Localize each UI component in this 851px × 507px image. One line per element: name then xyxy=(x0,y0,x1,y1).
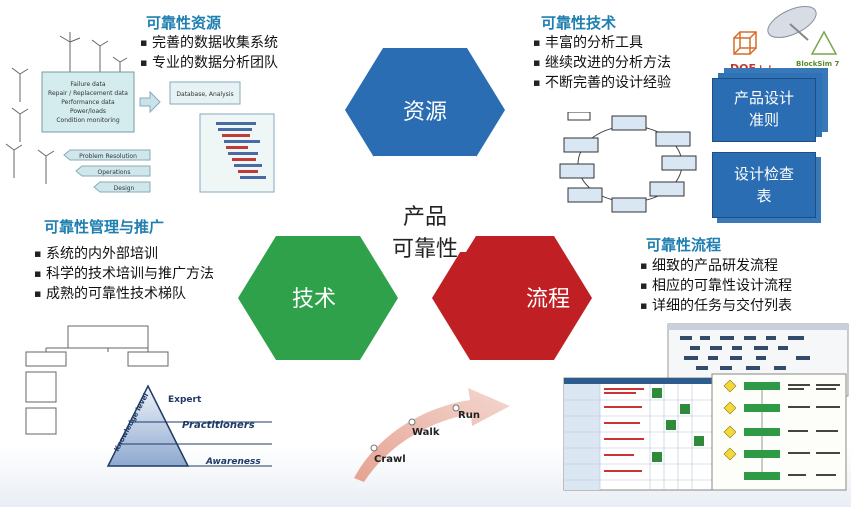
walk-label: Walk xyxy=(412,427,440,438)
triangle-network-icon xyxy=(810,30,838,55)
wind-turbine-icons xyxy=(5,32,128,184)
problem-resolution-arrow xyxy=(63,149,151,161)
data-item: Repair / Replacement data xyxy=(48,90,128,97)
blocksim-logo: BlockSim 7 xyxy=(796,60,840,68)
arrow-label: Operations xyxy=(98,169,131,176)
data-box xyxy=(41,71,135,133)
center-hexagon xyxy=(350,156,500,252)
pyramid-awareness: Awareness xyxy=(205,457,261,467)
center-label-line1: 产品 xyxy=(403,205,447,230)
operations-arrow xyxy=(75,165,151,177)
arrow-label: Problem Resolution xyxy=(79,153,137,160)
design-guideline-label: 产品设计准则 xyxy=(733,89,794,129)
task-table-document xyxy=(563,377,715,491)
list-item: 丰富的分析工具 xyxy=(533,33,671,53)
resources-label: 资源 xyxy=(403,100,447,125)
arrow-to-database xyxy=(139,90,161,114)
design-arrow xyxy=(93,181,151,193)
technology-list: 丰富的分析工具 继续改进的分析方法 不断完善的设计经验 xyxy=(533,33,671,93)
design-checklist-label: 设计检查表 xyxy=(733,165,794,205)
resources-list: 完善的数据收集系统 专业的数据分析团队 xyxy=(140,33,278,73)
maturity-arrow: Crawl Walk Run xyxy=(354,388,510,482)
list-item: 专业的数据分析团队 xyxy=(140,53,278,73)
list-item: 相应的可靠性设计流程 xyxy=(640,276,792,296)
database-label: Database, Analysis xyxy=(176,91,233,98)
process-hexagon xyxy=(432,236,592,360)
satellite-dish-icon xyxy=(767,6,817,41)
design-guideline-box: 产品设计准则 xyxy=(712,78,816,142)
list-item: 详细的任务与交付列表 xyxy=(640,296,792,316)
doe-logo: DOE++ xyxy=(730,62,774,75)
technology-hexagon xyxy=(238,236,398,360)
arrow-label: Design xyxy=(114,185,135,192)
org-chart xyxy=(25,325,169,435)
analysis-bars xyxy=(216,122,266,179)
knowledge-pyramid: Expert Practitioners Awareness Knowledge… xyxy=(106,384,272,467)
list-item: 科学的技术培训与推广方法 xyxy=(34,264,234,284)
flowchart-document xyxy=(711,373,847,491)
database-box xyxy=(169,81,241,105)
pyramid-practitioners: Practitioners xyxy=(182,420,255,431)
analysis-flow-diagram xyxy=(559,112,697,213)
pyramid-expert: Expert xyxy=(168,395,202,405)
tool-logos: DOE++ BlockSim 7 xyxy=(730,6,840,75)
resources-heading: 可靠性资源 xyxy=(146,14,222,32)
list-item: 细致的产品研发流程 xyxy=(640,256,792,276)
process-list: 细致的产品研发流程 相应的可靠性设计流程 详细的任务与交付列表 xyxy=(640,256,792,316)
process-label: 流程 xyxy=(526,287,570,312)
run-label: Run xyxy=(458,410,480,421)
design-checklist-box: 设计检查表 xyxy=(712,152,816,218)
management-heading: 可靠性管理与推广 xyxy=(44,218,165,236)
list-item: 系统的内外部培训 xyxy=(34,244,234,264)
list-item: 成熟的可靠性技术梯队 xyxy=(34,284,234,304)
management-list: 系统的内外部培训 科学的技术培训与推广方法 成熟的可靠性技术梯队 xyxy=(34,244,234,304)
data-collection-diagram: Failure data Repair / Replacement data P… xyxy=(5,32,275,193)
technology-heading: 可靠性技术 xyxy=(541,14,617,32)
list-item: 继续改进的分析方法 xyxy=(533,53,671,73)
process-heading: 可靠性流程 xyxy=(646,236,722,254)
technology-label: 技术 xyxy=(292,287,336,312)
maturity-curve xyxy=(354,388,510,482)
molecule-icon xyxy=(733,31,757,55)
center-label-line2: 可靠性 xyxy=(392,237,458,262)
data-item: Condition monitoring xyxy=(56,117,119,124)
data-item: Performance data xyxy=(61,99,115,106)
process-documents xyxy=(563,323,849,491)
resources-hexagon xyxy=(345,48,505,172)
list-item: 完善的数据收集系统 xyxy=(140,33,278,53)
list-item: 不断完善的设计经验 xyxy=(533,73,671,93)
data-item: Failure data xyxy=(70,81,105,88)
crawl-label: Crawl xyxy=(374,454,406,465)
data-item: Power/loads xyxy=(70,108,106,115)
